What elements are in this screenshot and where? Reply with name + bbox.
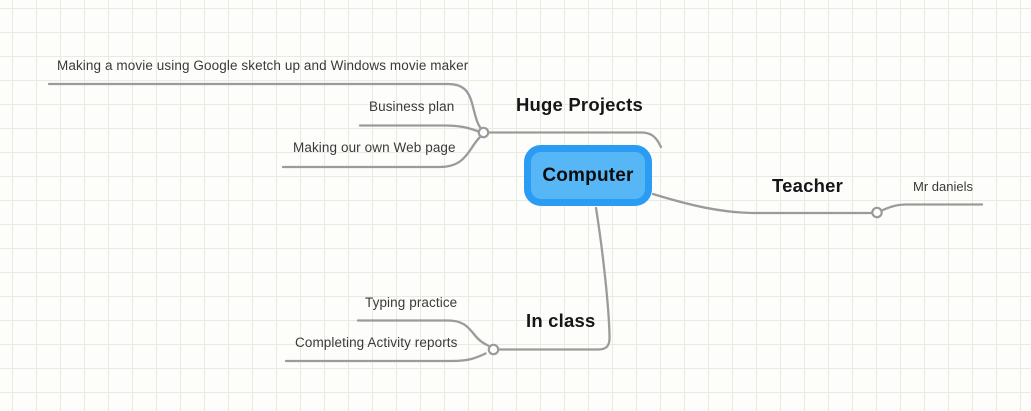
connector-teacher-main — [651, 192, 873, 215]
topic-making-a-movie[interactable]: Making a movie using Google sketch up an… — [57, 58, 469, 73]
root-node-label: Computer — [542, 164, 634, 186]
branch-joint-teacher — [871, 206, 883, 219]
connector-huge-projects-main — [487, 131, 663, 149]
branch-joint-in-class — [487, 343, 500, 356]
connector-business-plan — [358, 124, 480, 133]
branch-title-huge-projects[interactable]: Huge Projects — [516, 94, 643, 115]
topic-web-page[interactable]: Making our own Web page — [293, 140, 456, 155]
connector-web-page — [281, 135, 482, 169]
branch-joint-huge-projects — [477, 126, 490, 139]
connector-typing-practice — [356, 319, 490, 347]
topic-business-plan[interactable]: Business plan — [369, 99, 455, 114]
branch-title-in-class[interactable]: In class — [526, 310, 596, 331]
connector-in-class-main — [497, 206, 611, 351]
topic-activity-reports[interactable]: Completing Activity reports — [295, 335, 458, 350]
root-node-computer[interactable]: Computer — [524, 145, 652, 206]
topic-mr-daniels[interactable]: Mr daniels — [913, 179, 973, 194]
connector-making-a-movie — [47, 82, 485, 132]
topic-typing-practice[interactable]: Typing practice — [365, 295, 458, 310]
connector-mr-daniels — [881, 203, 984, 212]
branch-title-teacher[interactable]: Teacher — [772, 175, 843, 196]
connector-activity-reports — [284, 352, 487, 363]
